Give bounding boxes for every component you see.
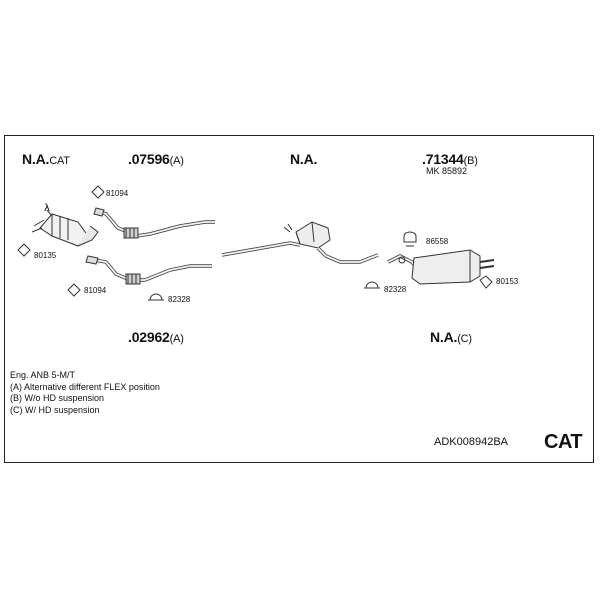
label-07596[interactable]: .07596(A) (128, 151, 184, 167)
gasket-80135[interactable] (17, 243, 31, 257)
middle-silencer[interactable] (221, 221, 379, 264)
notes-block: Eng. ANB 5-M/T (A) Alternative different… (10, 370, 160, 416)
label-mk-85892: MK 85892 (426, 166, 468, 176)
note-line: (A) Alternative different FLEX position (10, 381, 160, 392)
rear-silencer[interactable] (387, 249, 495, 285)
lambda-sensor (46, 209, 53, 217)
label-na-middle: N.A. (290, 151, 318, 167)
clamp-82328-left[interactable] (148, 293, 164, 301)
label-na-c: N.A.(C) (430, 329, 472, 345)
lambda-symbol: λ (44, 203, 50, 214)
hanger-86558[interactable] (403, 231, 417, 247)
part-82328-right[interactable]: 82328 (384, 285, 407, 294)
clamp-82328-right[interactable] (364, 281, 380, 289)
note-line: Eng. ANB 5-M/T (10, 370, 76, 380)
part-81094-bottom[interactable]: 81094 (84, 286, 107, 295)
reference-code: ADK008942BA (434, 436, 508, 448)
note-line: (B) W/o HD suspension (10, 393, 105, 403)
category-badge: CAT (544, 431, 583, 453)
catalytic-converter[interactable] (31, 213, 99, 247)
pipe-07596[interactable] (93, 207, 215, 239)
pipe-02962[interactable] (85, 255, 212, 285)
hanger-80153[interactable] (479, 275, 493, 289)
label-na-cat: N.A.CAT (22, 151, 70, 167)
part-81094-top[interactable]: 81094 (106, 189, 129, 198)
diagram-frame (4, 135, 594, 463)
part-86558[interactable]: 86558 (426, 237, 449, 246)
part-80135[interactable]: 80135 (34, 251, 57, 260)
label-02962[interactable]: .02962(A) (128, 329, 184, 345)
gasket-81094-bottom[interactable] (67, 283, 81, 297)
gasket-81094-top[interactable] (91, 185, 105, 199)
part-82328-left[interactable]: 82328 (168, 295, 191, 304)
part-80153[interactable]: 80153 (496, 277, 519, 286)
note-line: (C) W/ HD suspension (10, 404, 100, 415)
label-71344[interactable]: .71344(B) (422, 151, 478, 167)
